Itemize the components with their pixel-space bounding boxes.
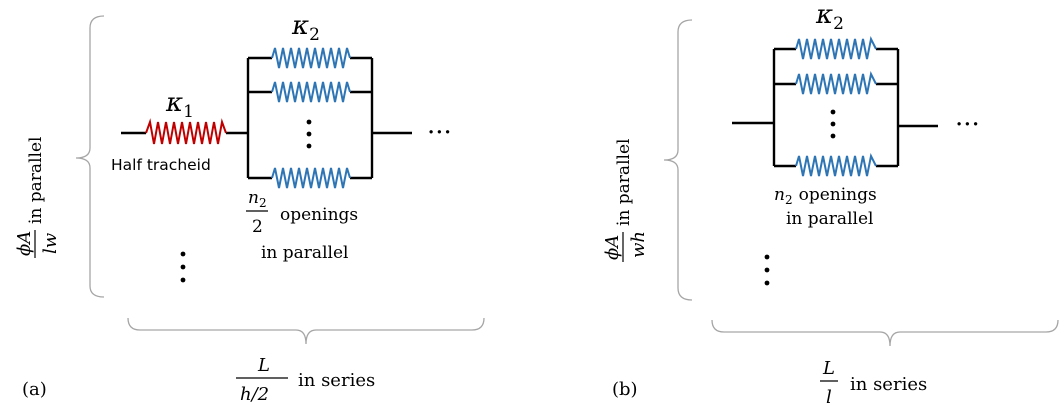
openings-label-a: n2 2 openings in parallel xyxy=(246,188,358,263)
svg-text:in parallel: in parallel xyxy=(786,209,873,229)
ellipsis-a: ··· xyxy=(427,118,452,148)
svg-text:openings: openings xyxy=(280,205,358,225)
resistor-kappa2-branch-n xyxy=(271,167,351,189)
left-brace-b xyxy=(663,19,693,301)
vertical-dots-branches-b xyxy=(830,109,836,139)
svg-text:l: l xyxy=(826,387,832,408)
resistor-kappa1 xyxy=(145,118,227,145)
resistor-kappa2-branch-n-b xyxy=(795,152,877,177)
kappa2-label-a: κ2 xyxy=(291,11,320,45)
svg-text:ϕA: ϕA xyxy=(602,235,623,260)
bottom-brace-b xyxy=(711,319,1059,347)
svg-text:in series: in series xyxy=(298,370,375,391)
bottom-fraction-a: L h/2 in series xyxy=(236,355,375,405)
panel-a: ··· κ1 κ2 Half tracheid n2 2 openings in… xyxy=(14,11,485,405)
vertical-dots-rows-a xyxy=(180,251,186,283)
ellipsis-b: ··· xyxy=(955,110,980,140)
vertical-dots-rows-b xyxy=(764,254,770,286)
kappa2-label-b: κ2 xyxy=(815,0,844,34)
svg-text:n2: n2 xyxy=(248,188,267,210)
svg-text:L: L xyxy=(257,355,270,376)
svg-text:L: L xyxy=(822,358,835,379)
resistor-kappa2-branch-1-b xyxy=(795,35,877,60)
svg-text:2: 2 xyxy=(252,217,263,237)
side-fraction-b: ϕA wh in parallel xyxy=(602,139,649,262)
svg-text:ϕA: ϕA xyxy=(14,231,35,256)
bottom-brace-a xyxy=(127,317,485,345)
half-tracheid-label: Half tracheid xyxy=(111,156,211,174)
panel-label-a: (a) xyxy=(22,379,47,400)
svg-text:in parallel: in parallel xyxy=(26,137,46,224)
svg-text:wh: wh xyxy=(628,231,649,258)
svg-text:in parallel: in parallel xyxy=(614,139,634,226)
svg-text:in parallel: in parallel xyxy=(261,243,348,263)
bottom-fraction-b: L l in series xyxy=(820,358,927,408)
resistor-kappa2-branch-1 xyxy=(271,47,351,69)
panel-label-b: (b) xyxy=(612,379,638,400)
vertical-dots-branches-a xyxy=(306,119,312,149)
left-brace-a xyxy=(75,15,105,298)
resistor-kappa2-branch-2 xyxy=(271,81,351,103)
resistor-kappa2-branch-2-b xyxy=(795,70,877,95)
wires-a xyxy=(121,56,412,180)
svg-text:lw: lw xyxy=(40,232,61,254)
side-fraction-a: ϕA lw in parallel xyxy=(14,137,61,258)
svg-text:h/2: h/2 xyxy=(240,384,269,405)
wires-b xyxy=(732,47,938,168)
kappa1-label: κ1 xyxy=(165,88,194,122)
svg-text:in series: in series xyxy=(850,374,927,395)
